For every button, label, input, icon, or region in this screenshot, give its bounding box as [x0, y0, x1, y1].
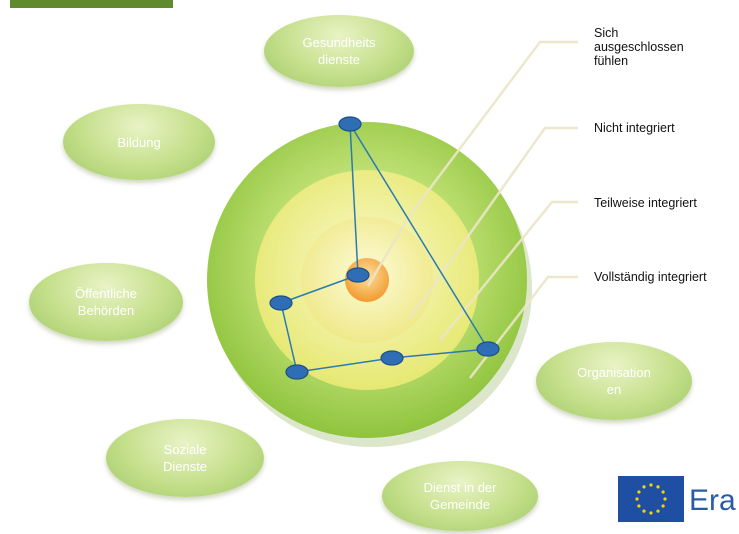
network-edge	[349, 123, 489, 350]
eu-star-icon	[656, 509, 660, 513]
level-label-fully-integrated: Vollständig integriert	[594, 270, 707, 284]
eu-star-icon	[661, 490, 665, 494]
eu-stars	[635, 483, 667, 515]
bubble-social-services: Soziale Dienste	[106, 419, 264, 497]
bubble-community-service: Dienst in der Gemeinde	[382, 461, 538, 531]
network-edge	[349, 123, 359, 276]
bubble-education: Bildung	[63, 104, 215, 180]
eu-star-icon	[642, 509, 646, 513]
level-label-partially-integrated: Teilweise integriert	[594, 196, 697, 210]
network-edge	[391, 348, 489, 359]
eu-star-icon	[637, 490, 641, 494]
brand-name: Era	[689, 484, 736, 517]
leader-line-excluded	[366, 40, 578, 287]
network-node	[338, 116, 362, 132]
network-node	[380, 350, 404, 366]
network-edge	[296, 357, 393, 373]
leader-line-partially-integrated	[439, 200, 578, 341]
eu-flag-icon	[618, 476, 684, 522]
eu-star-icon	[649, 511, 653, 515]
level-label-excluded: Sich ausgeschlossen fühlen	[594, 26, 684, 68]
network-node	[346, 267, 370, 283]
eu-star-icon	[637, 504, 641, 508]
network-edge	[280, 274, 359, 304]
eu-star-icon	[642, 485, 646, 489]
eu-star-icon	[663, 497, 667, 501]
header-bar	[10, 0, 173, 8]
eu-star-icon	[649, 483, 653, 487]
level-label-not-integrated: Nicht integriert	[594, 121, 675, 135]
bubble-organisations: Organisation en	[536, 342, 692, 420]
bubble-public-authorities: Öffentliche Behörden	[29, 263, 183, 341]
eu-star-icon	[656, 485, 660, 489]
network-node	[269, 295, 293, 311]
eu-star-icon	[661, 504, 665, 508]
leader-line-not-integrated	[408, 126, 578, 319]
network-node	[285, 364, 309, 380]
network-node	[476, 341, 500, 357]
bubble-health-services: Gesundheits dienste	[264, 15, 414, 87]
eu-star-icon	[635, 497, 639, 501]
network-edge	[280, 302, 298, 373]
